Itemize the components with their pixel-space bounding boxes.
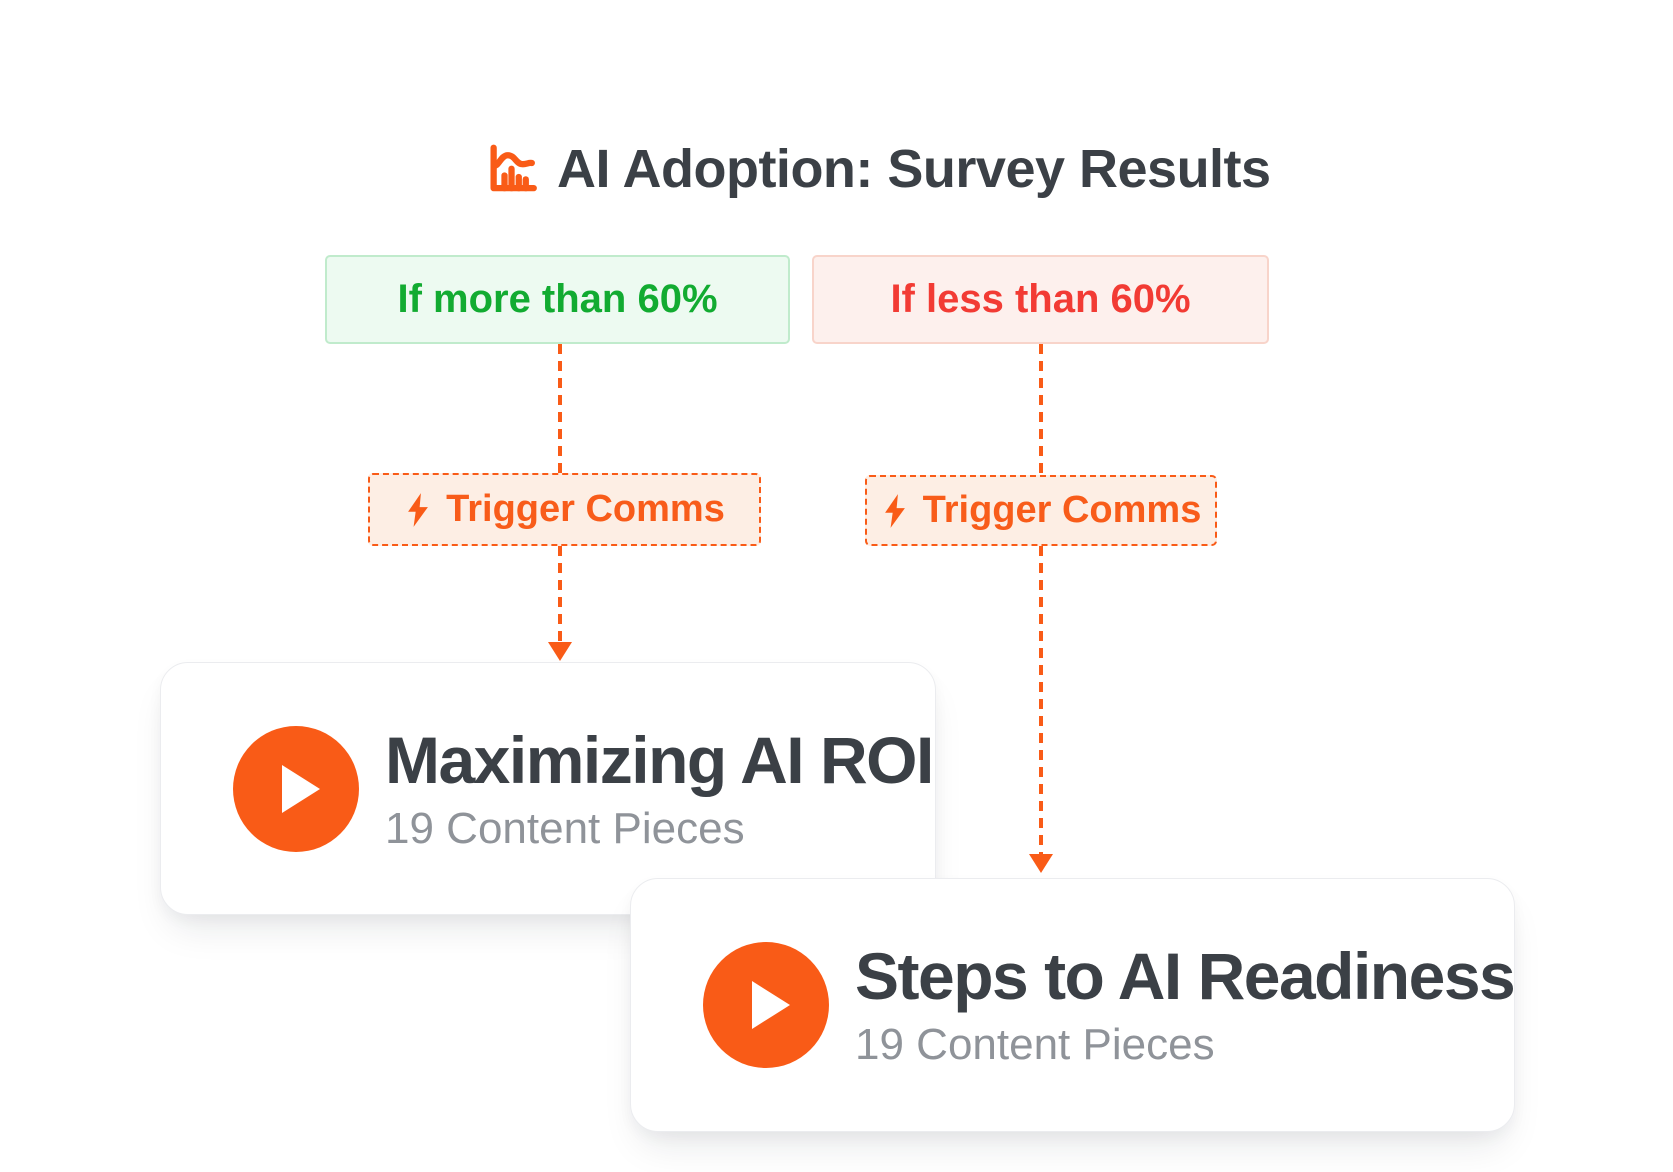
diagram-header: AI Adoption: Survey Results [483,138,1271,200]
content-card-steps-to-ai-readiness[interactable]: Steps to AI Readiness 19 Content Pieces [630,878,1516,1132]
card-subtitle: 19 Content Pieces [385,803,745,853]
card-title: Steps to AI Readiness [855,939,1516,1013]
condition-label: If less than 60% [890,277,1191,321]
trigger-comms-left-button[interactable]: Trigger Comms [368,473,761,546]
condition-label: If more than 60% [397,277,718,321]
lightning-icon [408,492,429,527]
card-subtitle: 19 Content Pieces [855,1020,1215,1069]
connector-line-right-lower [1039,546,1043,855]
trigger-comms-right-button[interactable]: Trigger Comms [865,475,1217,546]
arrowhead-left [548,642,572,661]
card-title: Maximizing AI ROI [385,722,934,797]
connector-line-left-upper [558,344,562,473]
card-text-block: Maximizing AI ROI 19 Content Pieces [385,722,934,853]
condition-more-than-60[interactable]: If more than 60% [325,255,790,344]
play-icon [282,764,320,813]
trigger-label: Trigger Comms [446,488,725,530]
play-icon [752,981,790,1029]
lightning-icon [884,493,905,528]
connector-line-left-lower [558,546,562,643]
connector-line-right-upper [1039,344,1043,475]
card-text-block: Steps to AI Readiness 19 Content Pieces [855,939,1516,1069]
content-card-maximizing-ai-roi[interactable]: Maximizing AI ROI 19 Content Pieces [160,662,936,915]
play-button[interactable] [233,725,359,852]
condition-less-than-60[interactable]: If less than 60% [812,255,1269,344]
page-title: AI Adoption: Survey Results [557,139,1271,199]
histogram-chart-icon [490,144,537,192]
play-button[interactable] [703,942,829,1068]
arrowhead-right [1029,854,1053,873]
trigger-label: Trigger Comms [922,489,1202,531]
